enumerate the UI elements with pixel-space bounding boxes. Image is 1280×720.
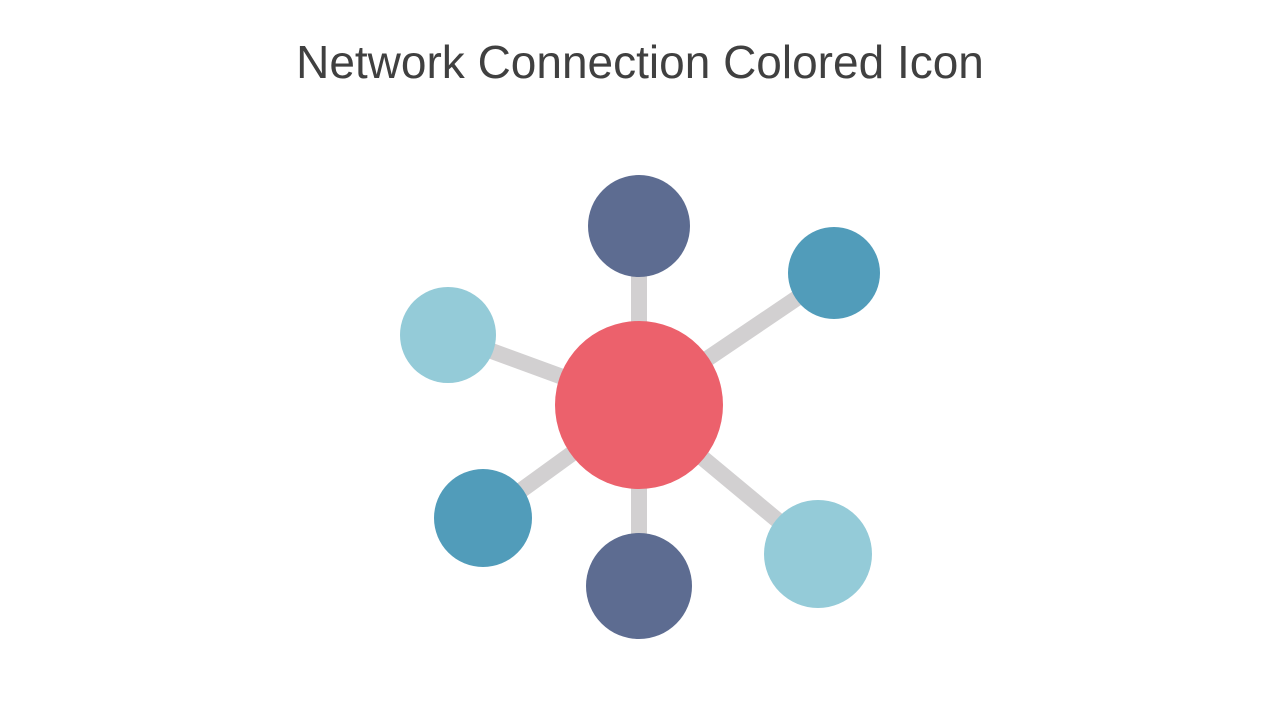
node-lower-left xyxy=(434,469,532,567)
node-top xyxy=(588,175,690,277)
hub-node xyxy=(555,321,723,489)
node-upper-right xyxy=(788,227,880,319)
slide-title: Network Connection Colored Icon xyxy=(296,36,984,88)
node-bottom xyxy=(586,533,692,639)
node-lower-right xyxy=(764,500,872,608)
outer-nodes xyxy=(400,175,880,639)
node-upper-left xyxy=(400,287,496,383)
